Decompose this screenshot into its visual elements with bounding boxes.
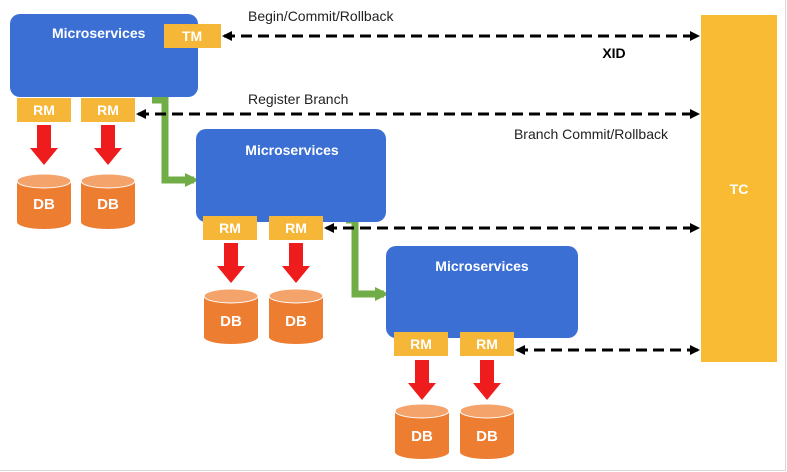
service-1-rm-2-box bbox=[81, 98, 135, 122]
service-2-rm-2-box bbox=[269, 216, 323, 240]
service-1-rm-2-label: RM bbox=[97, 102, 119, 118]
service-1-red-arrow-2 bbox=[94, 125, 122, 165]
green-arrow-1-to-2 bbox=[152, 96, 199, 187]
service-2-red-arrow-1 bbox=[217, 243, 245, 283]
service-2-db-2: DB bbox=[268, 288, 324, 344]
tc-label: TC bbox=[730, 181, 749, 197]
service-1-box bbox=[10, 14, 198, 97]
service-2-rm-1-box bbox=[203, 216, 257, 240]
begin-commit-rollback-label: Begin/Commit/Rollback bbox=[248, 8, 394, 24]
service-1-red-arrow-1 bbox=[30, 125, 58, 165]
service-3-red-arrow-1 bbox=[408, 360, 436, 400]
service-2-title: Microservices bbox=[245, 142, 339, 158]
branch-commit-rollback-label: Branch Commit/Rollback bbox=[514, 126, 669, 142]
xid-label: XID bbox=[602, 45, 625, 61]
service-1-db-2-label: DB bbox=[97, 196, 119, 213]
service-1: Microservices TM RM RM DB DB bbox=[10, 14, 221, 229]
register-branch-label: Register Branch bbox=[248, 91, 348, 107]
service-3-db-2-label: DB bbox=[476, 428, 498, 445]
service-3-db-1: DB bbox=[394, 403, 450, 459]
service-3-box bbox=[386, 246, 578, 338]
service-2-rm-2-label: RM bbox=[285, 220, 307, 236]
service-3-rm-2-box bbox=[460, 332, 514, 356]
service-3-db-2: DB bbox=[459, 403, 515, 459]
service-3: Microservices RM RM DB DB bbox=[386, 246, 578, 459]
tm-label: TM bbox=[182, 28, 202, 44]
tc-connectors bbox=[136, 31, 700, 355]
service-2-db-1: DB bbox=[203, 288, 259, 344]
service-3-db-1-label: DB bbox=[411, 428, 433, 445]
service-1-db-2: DB bbox=[80, 173, 136, 229]
service-1-title: Microservices bbox=[52, 25, 146, 41]
green-arrow-2-to-3 bbox=[346, 216, 389, 301]
service-3-rm-1-box bbox=[394, 332, 448, 356]
service-2-db-2-label: DB bbox=[285, 313, 307, 330]
service-1-db-1: DB bbox=[16, 173, 72, 229]
service-2-red-arrow-2 bbox=[282, 243, 310, 283]
tm-box bbox=[164, 24, 221, 48]
service-3-rm-2-label: RM bbox=[476, 336, 498, 352]
tc-block: TC bbox=[701, 15, 777, 362]
service-3-red-arrow-2 bbox=[473, 360, 501, 400]
service-1-rm-1-label: RM bbox=[33, 102, 55, 118]
service-1-rm-1-box bbox=[17, 98, 71, 122]
service-2: Microservices RM RM DB DB bbox=[196, 129, 386, 344]
service-3-title: Microservices bbox=[435, 258, 529, 274]
service-3-rm-1-label: RM bbox=[410, 336, 432, 352]
service-1-db-1-label: DB bbox=[33, 196, 55, 213]
service-2-box bbox=[196, 129, 386, 222]
service-2-db-1-label: DB bbox=[220, 313, 242, 330]
service-2-rm-1-label: RM bbox=[219, 220, 241, 236]
